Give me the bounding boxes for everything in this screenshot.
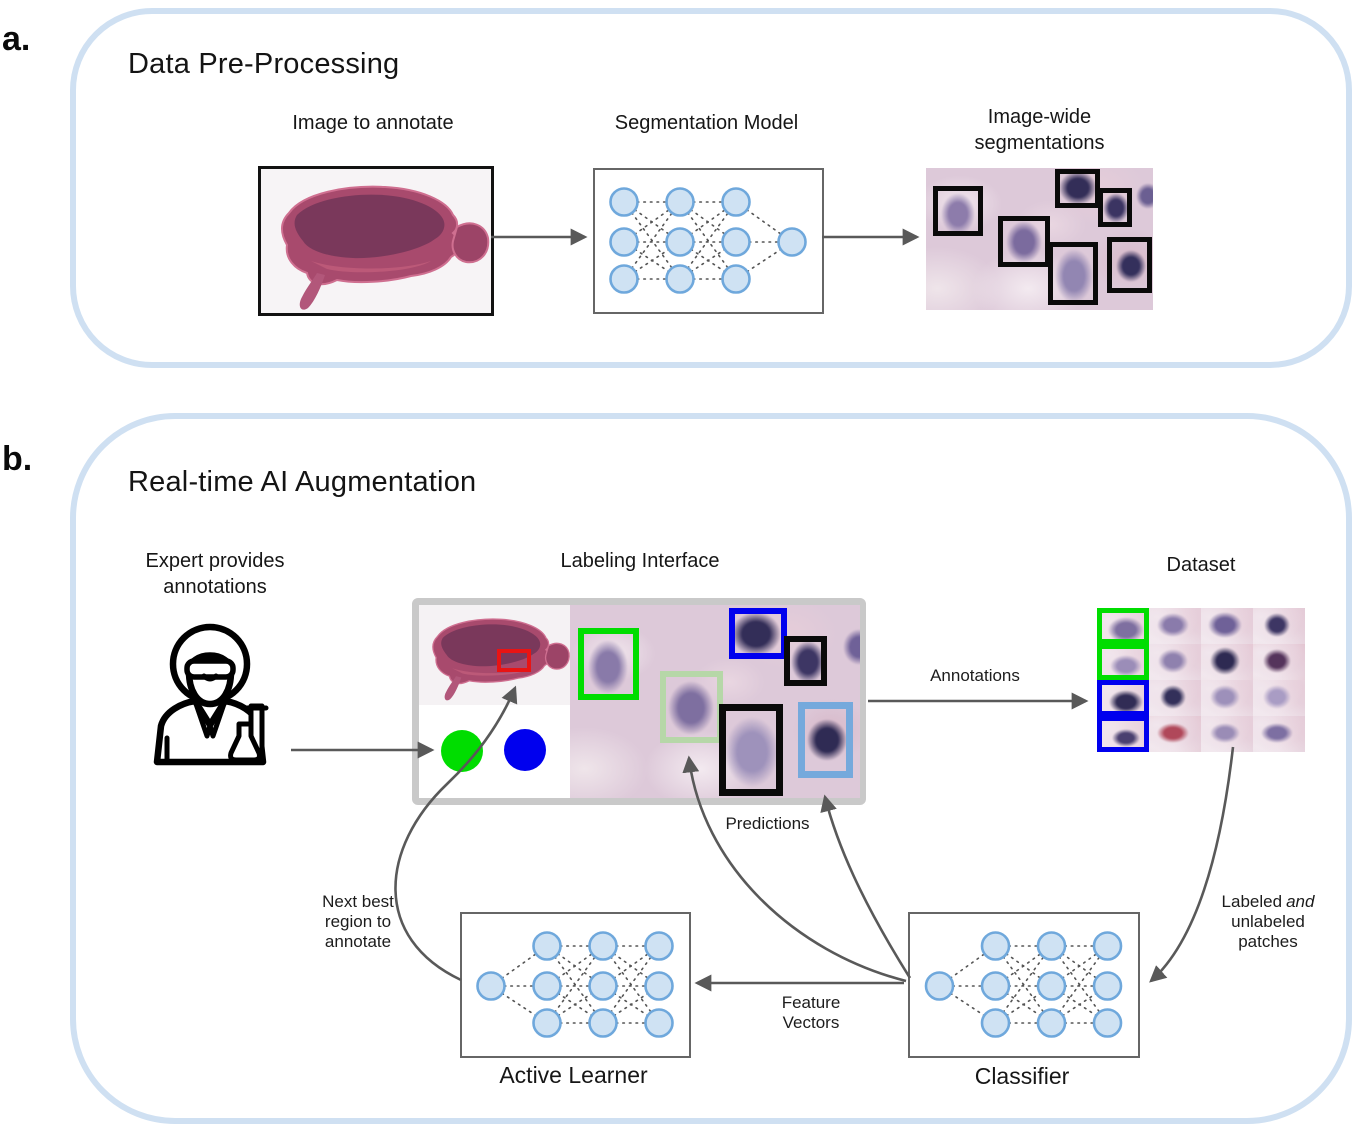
viewer-box-pale_blue bbox=[798, 702, 853, 778]
cell-nucleus bbox=[1208, 612, 1242, 638]
cell-nucleus bbox=[1264, 613, 1290, 637]
segmented-micrograph bbox=[926, 168, 1153, 310]
class-green-button bbox=[441, 730, 483, 772]
dataset-patch bbox=[1253, 716, 1305, 752]
cell-nucleus bbox=[1210, 685, 1240, 709]
image-wide-segmentations-label: Image-wide segmentations bbox=[974, 106, 1105, 154]
viewer-box-black bbox=[719, 704, 783, 796]
cell-nucleus bbox=[1261, 723, 1293, 743]
cell-nucleus bbox=[843, 629, 860, 665]
cell-nucleus bbox=[791, 641, 825, 683]
viewer-box-green bbox=[578, 628, 639, 700]
cell-nucleus bbox=[1157, 613, 1189, 637]
segmentation-box bbox=[998, 216, 1050, 267]
cell-nucleus bbox=[1210, 723, 1240, 743]
segmentation-box bbox=[1048, 242, 1098, 305]
classifier-label: Classifier bbox=[974, 1063, 1070, 1089]
dataset-patch bbox=[1253, 644, 1305, 680]
segmentation-model-network bbox=[593, 168, 824, 314]
cell-nucleus bbox=[1160, 685, 1186, 709]
panel-b-title: Real-time AI Augmentation bbox=[128, 466, 477, 498]
cell-nucleus bbox=[1103, 193, 1129, 223]
dataset-patch-blue bbox=[1097, 716, 1149, 752]
dataset-patch bbox=[1149, 716, 1201, 752]
cell-nucleus bbox=[1059, 171, 1097, 205]
panel-a-tag: a. bbox=[2, 20, 31, 58]
dataset-patch bbox=[1201, 608, 1253, 644]
cell-nucleus bbox=[1108, 617, 1144, 639]
whole-slide-image bbox=[258, 166, 494, 316]
dataset-grid bbox=[1097, 608, 1305, 752]
dataset-patch bbox=[1149, 680, 1201, 716]
viewer-box-pale_green bbox=[660, 671, 723, 743]
panel-a-title: Data Pre-Processing bbox=[128, 48, 400, 80]
slide-thumbnail bbox=[419, 605, 571, 705]
class-blue-button bbox=[504, 729, 546, 771]
active-learner-label: Active Learner bbox=[499, 1062, 648, 1088]
labeling-interface-label: Labeling Interface bbox=[560, 550, 720, 572]
cell-nucleus bbox=[1112, 729, 1140, 747]
active-learner-network bbox=[460, 912, 691, 1058]
viewer-box-black bbox=[784, 636, 827, 686]
cell-nucleus bbox=[1263, 649, 1291, 673]
labeling-interface-panel bbox=[412, 598, 866, 805]
feature-vectors-label: Feature Vectors bbox=[781, 993, 841, 1032]
cell-nucleus bbox=[941, 193, 975, 235]
dataset-patch bbox=[1149, 644, 1201, 680]
segmentation-box bbox=[1107, 237, 1152, 293]
cell-nucleus bbox=[668, 681, 714, 735]
dataset-patch bbox=[1201, 716, 1253, 752]
dataset-patch bbox=[1201, 680, 1253, 716]
interface-viewer-image bbox=[570, 605, 860, 798]
dataset-patch-blue bbox=[1097, 680, 1149, 716]
cell-nucleus bbox=[1157, 723, 1189, 743]
cell-nucleus bbox=[1136, 183, 1153, 209]
cell-nucleus bbox=[1263, 685, 1291, 709]
classifier-network bbox=[908, 912, 1140, 1058]
cell-nucleus bbox=[807, 719, 847, 761]
cell-nucleus bbox=[1055, 249, 1093, 303]
cell-nucleus bbox=[1110, 655, 1142, 675]
viewer-box-blue bbox=[729, 608, 787, 659]
dataset-label: Dataset bbox=[1166, 554, 1236, 576]
expert-provides-annotations-label: Expert provides annotations bbox=[145, 550, 285, 598]
cell-nucleus bbox=[588, 640, 628, 694]
cell-nucleus bbox=[1116, 250, 1146, 282]
dataset-patch-green bbox=[1097, 608, 1149, 644]
image-to-annotate-label: Image to annotate bbox=[292, 112, 454, 134]
cell-nucleus bbox=[1210, 647, 1240, 675]
next-best-region-label: Next best region to annotate bbox=[322, 892, 394, 951]
dataset-patch bbox=[1201, 644, 1253, 680]
segmentation-box bbox=[933, 186, 983, 236]
scientist-icon bbox=[147, 612, 273, 768]
tissue-illustration bbox=[281, 185, 490, 310]
segmentation-model-label: Segmentation Model bbox=[614, 112, 799, 134]
dataset-patch bbox=[1149, 608, 1201, 644]
segmentation-box bbox=[1055, 169, 1100, 208]
cell-nucleus bbox=[1158, 649, 1188, 673]
annotations-arrow-label: Annotations bbox=[930, 666, 1020, 685]
roi-box bbox=[497, 649, 531, 672]
dataset-patch bbox=[1253, 608, 1305, 644]
cell-nucleus bbox=[1006, 221, 1042, 263]
predictions-label: Predictions bbox=[725, 814, 810, 833]
panel-b-tag: b. bbox=[2, 440, 33, 478]
segmentation-box bbox=[1098, 188, 1132, 227]
cell-nucleus bbox=[731, 612, 781, 656]
dataset-patch bbox=[1253, 680, 1305, 716]
cell-nucleus bbox=[1109, 690, 1143, 711]
dataset-patch-green bbox=[1097, 644, 1149, 680]
